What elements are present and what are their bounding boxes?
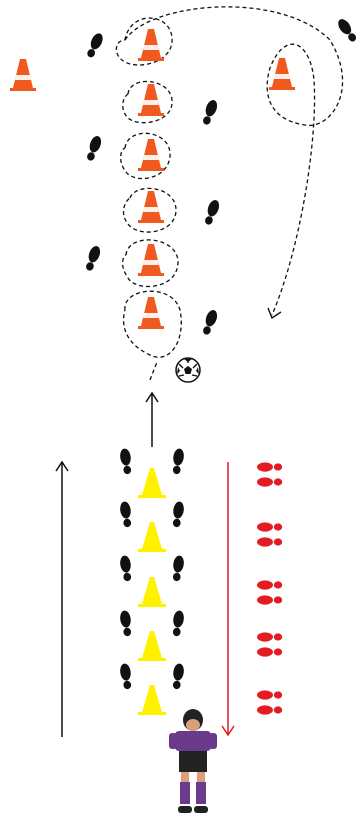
footprint-icon [171, 500, 185, 528]
player-sleeve-right [209, 733, 217, 749]
orange-cone-icon [138, 29, 164, 61]
player-shoe-right [194, 806, 208, 813]
player-sleeve-left [169, 733, 177, 749]
dashed-loop-4 [122, 187, 177, 233]
yellow-cone-icon [138, 631, 166, 661]
orange-cone-icon [10, 59, 36, 91]
arrow-icon [145, 391, 159, 403]
footprint-icon [171, 554, 185, 582]
red-footprint-icon [257, 462, 283, 472]
red-footprint-icon [257, 647, 283, 657]
red-footprint-icon [257, 522, 283, 532]
footprint-icon [119, 447, 133, 475]
player-leg-right [197, 772, 205, 782]
orange-cone-icon [138, 297, 164, 329]
footprint-icon [171, 447, 185, 475]
player-figure-icon [169, 709, 217, 813]
orange-cone-icon [138, 139, 164, 171]
dashed-lead-in [149, 361, 158, 381]
player-shirt [175, 731, 211, 751]
red-footprint-icon [257, 690, 283, 700]
dashed-loop-3 [119, 132, 171, 180]
footprint-icon [119, 500, 133, 528]
yellow-cone-icon [138, 522, 166, 552]
footprint-icon [119, 554, 133, 582]
yellow-cone-icon [138, 577, 166, 607]
footprint-icon [119, 609, 133, 637]
yellow-cone-icon [138, 685, 166, 715]
player-sock-right [196, 782, 206, 804]
red-footprint-icon [257, 595, 283, 605]
footprint-icon [84, 31, 105, 60]
red-footprint-icon [257, 705, 283, 715]
orange-cone-icon [138, 191, 164, 223]
return-arrowhead [267, 307, 282, 320]
arrow-icon [221, 725, 235, 737]
footprint-icon [335, 16, 359, 44]
yellow-cone-icon [138, 468, 166, 498]
footprint-icon [84, 134, 104, 163]
red-footprint-icon [257, 580, 283, 590]
red-footprint-icon [257, 537, 283, 547]
player-face [186, 719, 200, 731]
footprint-icon [171, 609, 185, 637]
orange-cone-icon [138, 244, 164, 276]
arrow-icon [55, 460, 69, 472]
dashed-loop-6 [123, 290, 182, 358]
footprint-icon [171, 662, 185, 690]
dashed-loop-2 [122, 80, 173, 124]
red-footprint-icon [257, 632, 283, 642]
footprint-icon [119, 662, 133, 690]
dashed-return-path [124, 6, 344, 316]
red-footprint-icon [257, 477, 283, 487]
player-shorts [179, 751, 207, 772]
footprint-icon [202, 198, 222, 227]
dashed-loop-5 [121, 239, 179, 288]
player-shoe-left [178, 806, 192, 813]
footprint-icon [200, 308, 220, 337]
footprint-icon [83, 244, 103, 273]
soccer-ball-icon [175, 357, 201, 383]
player-leg-left [181, 772, 189, 782]
player-sock-left [180, 782, 190, 804]
footprint-icon [200, 98, 220, 127]
orange-cone-icon [138, 84, 164, 116]
